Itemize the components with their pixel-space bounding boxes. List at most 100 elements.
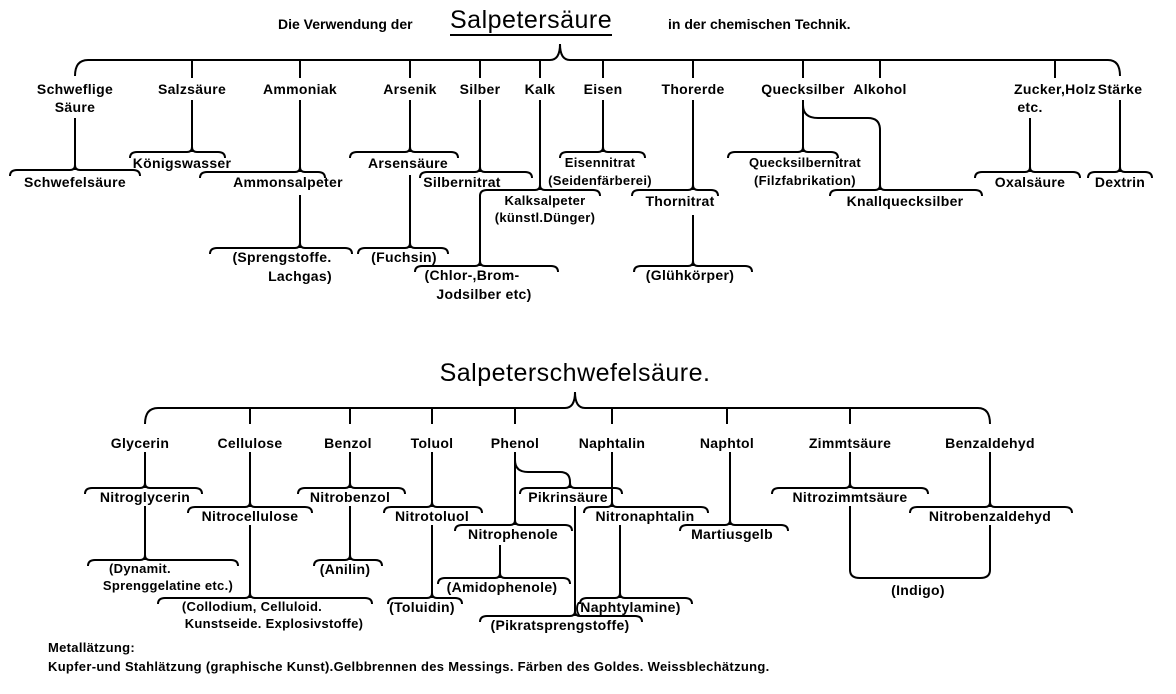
product-oxalsaeure: Oxalsäure <box>994 174 1066 190</box>
product-dextrin: Dextrin <box>1094 174 1146 190</box>
source-arsenik: Arsenik <box>383 81 437 97</box>
brace <box>479 610 643 623</box>
indigo-link <box>849 506 991 579</box>
source-schweflige: Schweflige <box>36 81 114 97</box>
use-toluidin: (Toluidin) <box>389 599 455 615</box>
use-chlor-brom: (Chlor-,Brom- <box>424 267 520 283</box>
brace <box>357 242 449 255</box>
brace <box>87 554 239 567</box>
product-arsensaeure: Arsensäure <box>367 155 449 171</box>
footer-heading: Metallätzung: <box>48 640 135 655</box>
brace <box>454 519 573 532</box>
use-lachgas: Lachgas) <box>268 268 332 284</box>
source-naphtalin: Naphtalin <box>578 435 646 451</box>
brace <box>519 482 623 495</box>
product-schwefelsaeure: Schwefelsäure <box>24 174 126 190</box>
product-ammonsalpeter: Ammonsalpeter <box>233 174 343 190</box>
main-brace <box>74 43 1121 77</box>
source-staerke: Stärke <box>1097 81 1143 97</box>
product-nitrobenzaldehyd: Nitrobenzaldehyd <box>928 508 1052 524</box>
product-nitrobenzol: Nitrobenzol <box>309 489 391 505</box>
brace <box>84 482 203 495</box>
source-cellulose: Cellulose <box>217 435 283 451</box>
phenol-pikrin-link <box>514 459 571 488</box>
use-indigo: (Indigo) <box>891 582 945 598</box>
source-etc: etc. <box>1017 99 1043 115</box>
brace <box>414 260 559 273</box>
brace <box>479 184 601 197</box>
brace <box>829 184 983 197</box>
use-amidophenole: (Amidophenole) <box>446 579 558 595</box>
use-dynamit: (Dynamit. <box>109 561 171 576</box>
source-saeure: Säure <box>54 99 96 115</box>
product-nitronaphtalin: Nitronaphtalin <box>595 508 695 524</box>
product-nitrocellulose: Nitrocellulose <box>201 508 299 524</box>
source-benzol: Benzol <box>324 435 372 451</box>
source-zucker-holz: Zucker,Holz <box>1014 81 1096 97</box>
source-toluol: Toluol <box>410 435 454 451</box>
brace <box>631 184 719 197</box>
product-nitrozimmtsaeure: Nitrozimmtsäure <box>792 489 908 505</box>
source-zimmtsaeure: Zimmtsäure <box>808 435 892 451</box>
product-nitroglycerin: Nitroglycerin <box>99 489 191 505</box>
source-benzaldehyd: Benzaldehyd <box>945 435 1035 451</box>
product-knallquecksilber: Knallquecksilber <box>846 193 964 209</box>
bottom-title: Salpeterschwefelsäure. <box>439 359 711 387</box>
brace <box>437 572 571 585</box>
source-salzsaeure: Salzsäure <box>157 81 227 97</box>
brace <box>187 501 313 514</box>
brace <box>679 519 789 532</box>
source-ammoniak: Ammoniak <box>263 81 337 97</box>
use-kunstseide: Kunstseide. Explosivstoffe) <box>184 616 364 631</box>
product-silbernitrat: Silbernitrat <box>423 174 501 190</box>
source-quecksilber: Quecksilber <box>761 81 845 97</box>
product-eisennitrat-note: (Seidenfärberei) <box>548 173 652 188</box>
use-naphtylamine: (Naphtylamine) <box>575 599 681 615</box>
product-koenigswasser: Königswasser <box>132 155 232 171</box>
title-suffix: in der chemischen Technik. <box>668 16 851 32</box>
brace <box>583 501 709 514</box>
product-kalksalpeter: Kalksalpeter <box>504 193 586 208</box>
brace <box>129 146 226 159</box>
use-anilin: (Anilin) <box>319 561 371 577</box>
brace <box>974 166 1081 179</box>
product-eisennitrat: Eisennitrat <box>564 155 636 170</box>
brace <box>419 166 533 179</box>
brace <box>313 554 383 567</box>
product-nitrotoluol: Nitrotoluol <box>394 508 470 524</box>
brace <box>909 501 1073 514</box>
brace <box>349 146 459 159</box>
brace <box>579 592 693 605</box>
brace <box>383 501 483 514</box>
use-sprenggelatine: Sprenggelatine etc.) <box>102 578 234 593</box>
title-prefix: Die Verwendung der <box>278 16 413 32</box>
brace <box>727 146 839 159</box>
use-pikratsprengstoffe: (Pikratsprengstoffe) <box>490 617 630 633</box>
source-glycerin: Glycerin <box>110 435 170 451</box>
source-silber: Silber <box>459 81 501 97</box>
brace <box>633 260 753 273</box>
brace <box>387 592 463 605</box>
main-brace-bottom <box>144 391 991 425</box>
brace <box>1087 166 1153 179</box>
use-collodium: (Collodium, Celluloid. <box>181 599 323 614</box>
product-martiusgelb: Martiusgelb <box>691 526 773 542</box>
product-nitrophenole: Nitrophenole <box>468 526 558 542</box>
brace <box>9 164 141 177</box>
product-pikrinsaeure: Pikrinsäure <box>528 489 608 505</box>
brace <box>771 482 929 495</box>
source-naphtol: Naphtol <box>699 435 755 451</box>
source-alkohol: Alkohol <box>853 81 907 97</box>
brace <box>559 146 646 159</box>
quecksilber-alkohol-link <box>802 104 881 190</box>
brace <box>209 242 353 255</box>
footer-text: Kupfer-und Stahlätzung (graphische Kunst… <box>48 659 770 674</box>
product-quecksilbernitrat-note: (Filzfabrikation) <box>754 173 856 188</box>
use-jodsilber: Jodsilber etc) <box>436 286 532 302</box>
source-phenol: Phenol <box>490 435 540 451</box>
brace <box>297 482 406 495</box>
source-thorerde: Thorerde <box>661 81 725 97</box>
use-gluehkoerper: (Glühkörper) <box>645 267 735 283</box>
source-kalk: Kalk <box>524 81 556 97</box>
